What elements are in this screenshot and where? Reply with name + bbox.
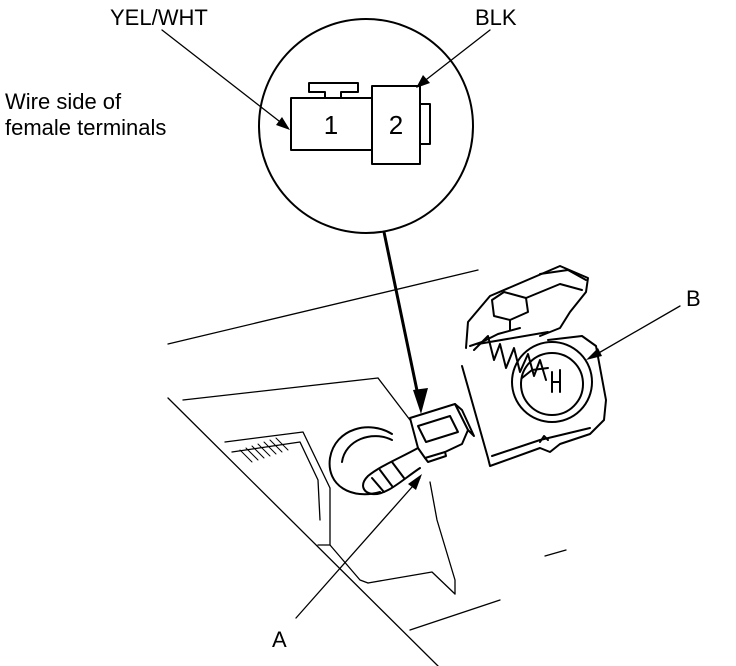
wire-side-label-line1: Wire side of [5,89,122,114]
wire-color-yel-wht-label: YEL/WHT [110,5,208,30]
vent-grille [239,437,289,463]
socket-cover-b [461,265,607,467]
wire-side-label-line2: female terminals [5,115,167,140]
terminal-1-number: 1 [323,110,339,140]
leader-a [295,477,421,619]
dash-panel [167,269,567,666]
leader-blk [417,29,491,87]
leader-blk-arrow [416,75,430,88]
terminal-2-number: 2 [388,110,404,140]
leader-yel-wht-arrow [276,117,290,130]
leader-b-arrow [586,348,602,360]
leader-a-arrow [408,474,422,490]
wire-color-blk-label: BLK [475,5,517,30]
leader-b [589,305,681,359]
connector-face [290,82,431,165]
detail-pointer-line [382,230,422,407]
callout-a-label: A [272,627,287,652]
connector-detail-circle [258,18,474,234]
socket-hole [328,426,393,496]
callout-b-label: B [686,286,701,311]
detail-pointer-arrow [413,388,428,414]
leader-yel-wht [161,29,289,129]
connector-a [362,403,475,496]
